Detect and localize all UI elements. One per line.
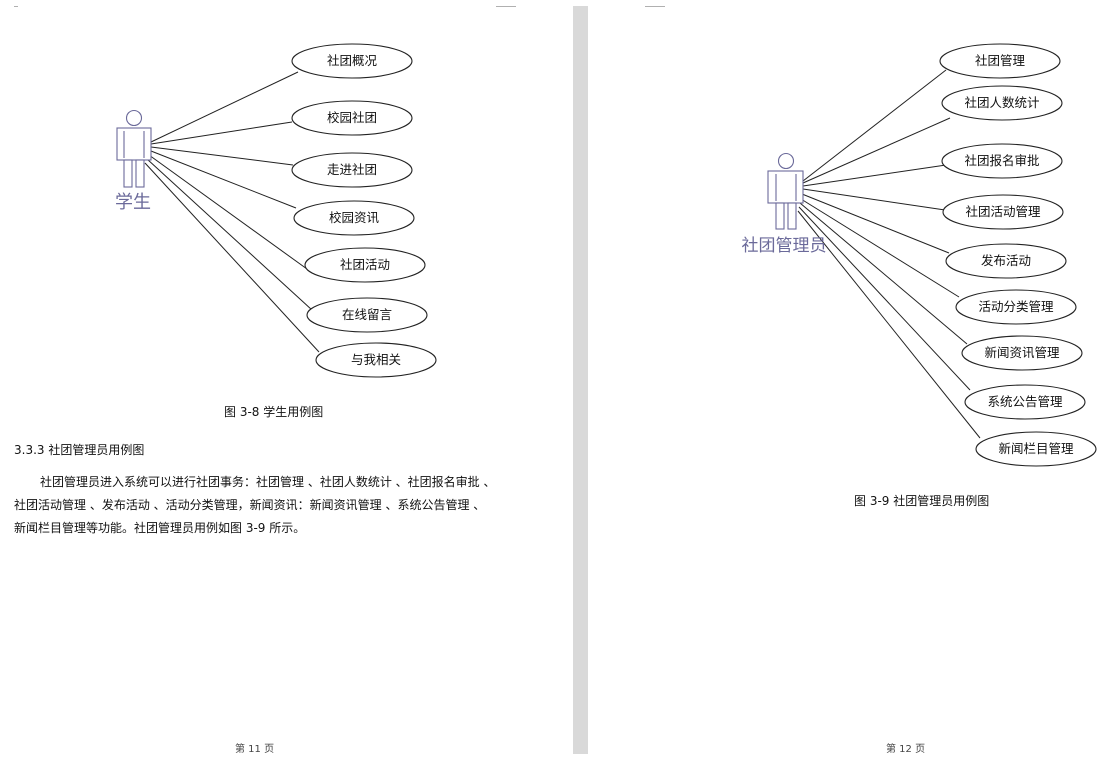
use-case: 社团人数统计 (941, 85, 1063, 121)
use-case-label: 新闻栏目管理 (998, 441, 1074, 456)
paragraph-line: 社团管理员进入系统可以进行社团事务：社团管理 、社团人数统计 、社团报名审批 、 (40, 475, 496, 489)
use-case-label: 走进社团 (327, 162, 377, 177)
actor-label: 学生 (115, 192, 151, 213)
document-page-12: 社团管理员 社团管理 社团人数统计 社团报名审批 社团活动管理 发布活动 活动分… (588, 0, 1120, 762)
paragraph-line: 新闻栏目管理等功能。社团管理员用例如图 3-9 所示。 (14, 521, 306, 535)
club-admin-use-case-diagram: 社团管理员 社团管理 社团人数统计 社团报名审批 社团活动管理 发布活动 活动分… (742, 43, 1097, 467)
association-line (798, 206, 971, 391)
use-case-label: 社团管理 (975, 53, 1026, 68)
page-footer: 第 12 页 (886, 744, 926, 755)
page-footer: 第 11 页 (235, 744, 275, 755)
use-case: 新闻资讯管理 (961, 335, 1083, 371)
use-case: 发布活动 (945, 243, 1067, 279)
use-case-label: 与我相关 (351, 352, 401, 367)
figure-caption: 图 3-9 社团管理员用例图 (854, 494, 990, 508)
association-line (150, 146, 294, 166)
use-case: 社团报名审批 (941, 143, 1063, 179)
document-page-11: 学生 社团概况 校园社团 走进社团 校园资讯 社团活动 在线留言 与我相关 (14, 6, 516, 755)
use-case-label: 发布活动 (981, 253, 1031, 268)
section-heading: 3.3.3 社团管理员用例图 (14, 443, 145, 457)
use-case: 社团概况 (291, 43, 413, 79)
association-line (150, 150, 297, 209)
use-case: 新闻栏目管理 (975, 431, 1097, 467)
association-line (148, 154, 308, 270)
association-line (799, 202, 968, 345)
use-case-label: 社团人数统计 (964, 95, 1039, 110)
use-case-label: 新闻资讯管理 (984, 345, 1060, 360)
use-case: 与我相关 (315, 342, 437, 378)
association-line (150, 121, 293, 145)
actor-club-admin-icon (767, 152, 804, 230)
use-case-label: 社团概况 (327, 53, 378, 68)
association-line (801, 193, 950, 254)
association-line (802, 188, 946, 211)
actor-label: 社团管理员 (742, 236, 827, 256)
figure-caption: 图 3-8 学生用例图 (224, 405, 324, 419)
association-line (797, 210, 981, 439)
paragraph-line: 社团活动管理 、发布活动 、活动分类管理，新闻资讯：新闻资讯管理 、系统公告管理… (14, 498, 486, 512)
page-corner-mark (14, 6, 18, 7)
association-line (144, 162, 320, 353)
use-case: 社团活动 (304, 247, 426, 283)
student-use-case-diagram: 学生 社团概况 校园社团 走进社团 校园资讯 社团活动 在线留言 与我相关 (115, 43, 437, 378)
use-case-label: 校园社团 (327, 110, 377, 125)
association-line (146, 158, 313, 311)
page-gap (573, 6, 588, 754)
association-line (150, 71, 299, 143)
use-case: 校园资讯 (293, 200, 415, 236)
use-case-label: 社团活动 (340, 257, 390, 272)
association-line (802, 69, 947, 182)
use-case: 活动分类管理 (955, 289, 1077, 325)
association-line (802, 164, 947, 187)
association-line (802, 117, 951, 184)
use-case: 在线留言 (306, 297, 428, 333)
use-case-label: 在线留言 (342, 307, 392, 322)
use-case: 社团管理 (939, 43, 1061, 79)
use-case-label: 校园资讯 (329, 210, 380, 225)
use-case-label: 社团活动管理 (965, 204, 1041, 219)
association-line (800, 198, 960, 298)
use-case: 校园社团 (291, 100, 413, 136)
page-corner-mark (496, 6, 516, 7)
use-case: 系统公告管理 (964, 384, 1086, 420)
use-case-label: 系统公告管理 (987, 394, 1063, 409)
actor-student-icon (116, 109, 152, 188)
page-corner-mark (645, 6, 665, 7)
use-case-label: 活动分类管理 (978, 299, 1054, 314)
use-case: 社团活动管理 (942, 194, 1064, 230)
use-case: 走进社团 (291, 152, 413, 188)
use-case-label: 社团报名审批 (964, 153, 1039, 168)
